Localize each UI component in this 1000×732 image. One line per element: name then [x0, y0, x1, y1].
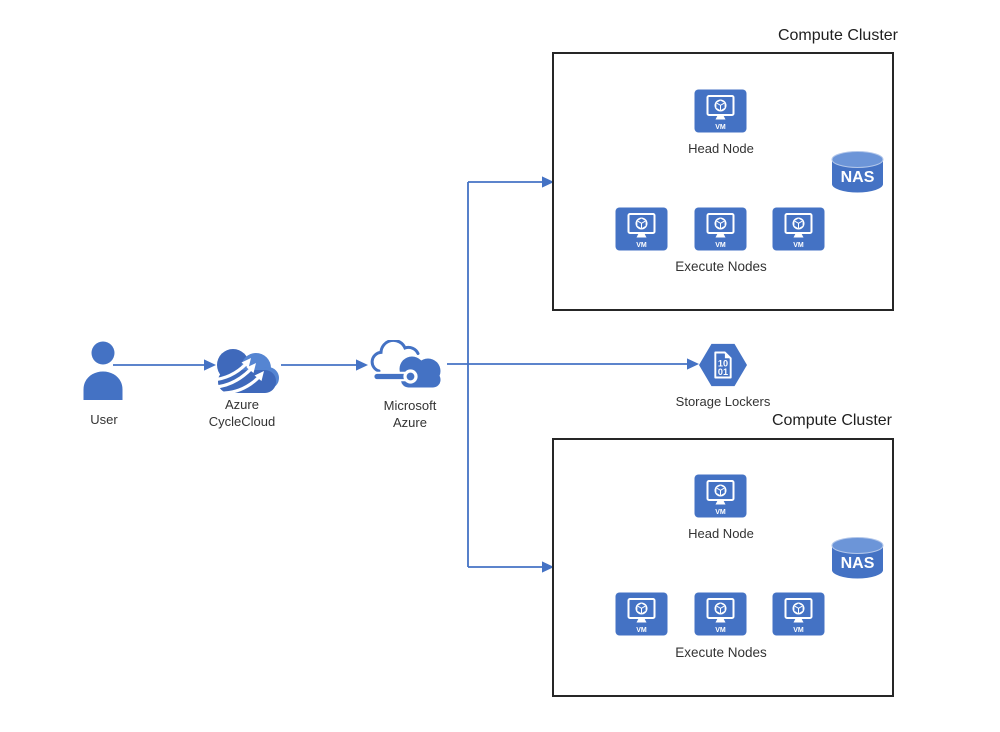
nas-icon: NAS [831, 151, 884, 193]
user-icon [83, 341, 123, 400]
user-label: User [90, 412, 118, 427]
head-node-vm-icon: VM [694, 474, 747, 518]
microsoft-azure-label: Microsoft Azure [384, 397, 437, 431]
head-node-label-bottom: Head Node [688, 526, 754, 541]
microsoft-azure-label-line2: Azure [393, 415, 427, 430]
execute-node-vm-icon: VM [694, 592, 747, 636]
execute-node-vm-icon: VM [694, 207, 747, 251]
nas-label: NAS [841, 169, 875, 186]
vm-badge: VM [636, 242, 647, 249]
vm-badge: VM [636, 627, 647, 634]
vm-badge: VM [715, 627, 726, 634]
head-node-vm-icon: VM [694, 89, 747, 133]
vm-badge: VM [715, 509, 726, 516]
storage-binary-bottom: 01 [718, 367, 728, 377]
azure-cyclecloud-label: Azure CycleCloud [209, 396, 275, 430]
microsoft-azure-icon [370, 340, 441, 388]
vm-badge: VM [715, 124, 726, 131]
compute-cluster-box-top [552, 52, 894, 311]
vm-badge: VM [793, 627, 804, 634]
storage-lockers-icon: 10 01 [699, 343, 747, 387]
vm-badge: VM [715, 242, 726, 249]
execute-nodes-label-bottom: Execute Nodes [675, 645, 767, 660]
azure-cyclecloud-label-line2: CycleCloud [208, 414, 276, 429]
compute-cluster-title-top: Compute Cluster [777, 27, 898, 44]
nas-label: NAS [841, 555, 875, 572]
storage-binary-top: 10 [718, 358, 728, 368]
azure-cyclecloud-label-line1: Azure [225, 397, 259, 412]
head-node-label-top: Head Node [688, 141, 754, 156]
microsoft-azure-label-line1: Microsoft [383, 398, 437, 413]
storage-lockers-label: Storage Lockers [675, 394, 771, 409]
execute-node-vm-icon: VM [615, 207, 668, 251]
execute-node-vm-icon: VM [772, 592, 825, 636]
execute-nodes-label-top: Execute Nodes [675, 259, 767, 274]
vm-badge: VM [793, 242, 804, 249]
execute-node-vm-icon: VM [772, 207, 825, 251]
execute-node-vm-icon: VM [615, 592, 668, 636]
azure-cyclecloud-icon [210, 349, 279, 395]
nas-icon: NAS [831, 537, 884, 579]
compute-cluster-box-bottom [552, 438, 894, 697]
compute-cluster-title-bottom: Compute Cluster [771, 412, 892, 429]
